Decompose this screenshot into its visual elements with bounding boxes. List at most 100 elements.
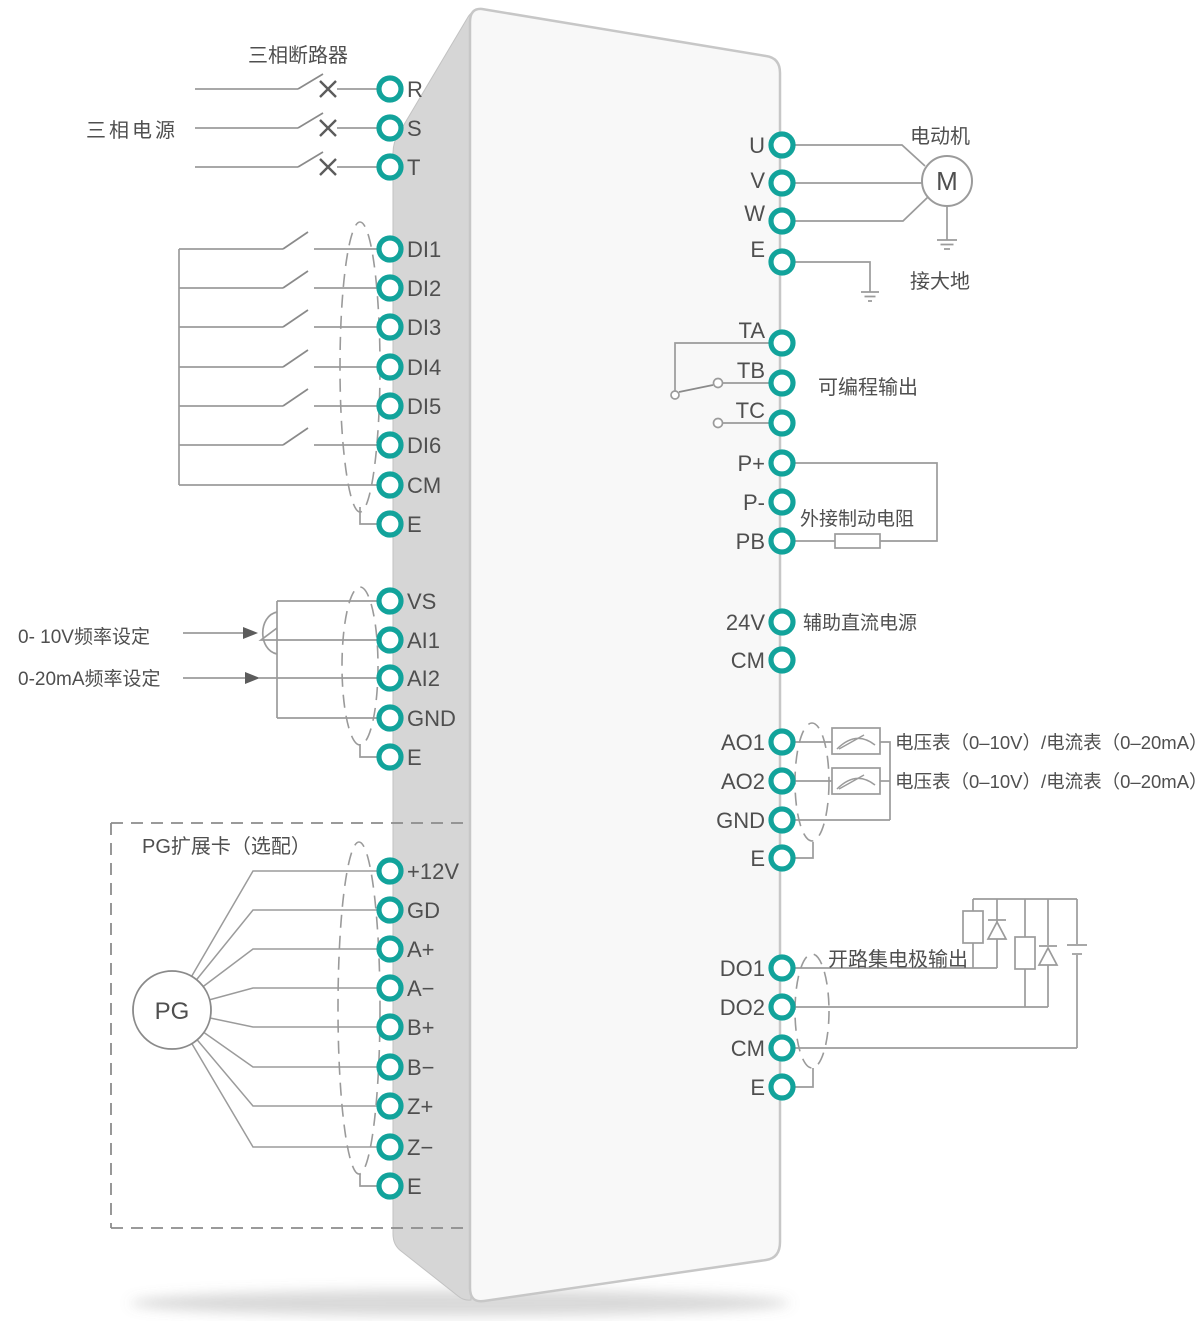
- potentiometer-icon: [258, 611, 379, 655]
- terminal-label: S: [407, 116, 422, 141]
- meter1-label: 电压表（0–10V）/电流表（0–20mA）: [895, 732, 1200, 753]
- body-front-face: [468, 7, 782, 1303]
- terminal-circle: [376, 114, 404, 142]
- terminal-circle: [768, 248, 796, 276]
- terminal-pg_card-Z+: Z+: [376, 1092, 433, 1120]
- terminal-brake-P-: P-: [743, 488, 796, 516]
- terminal-label: E: [407, 745, 422, 770]
- terminal-label: CM: [731, 1036, 765, 1061]
- terminal-label: U: [749, 133, 765, 158]
- battery-icon: [1067, 899, 1087, 1048]
- terminal-circle: [768, 329, 796, 357]
- resistor-icon: [962, 910, 984, 944]
- terminal-circle: [376, 353, 404, 381]
- terminal-label: E: [750, 1075, 765, 1100]
- terminal-label: DI1: [407, 237, 441, 262]
- terminal-label: GND: [407, 706, 456, 731]
- terminal-relay_out-TC: TC: [736, 398, 796, 437]
- breaker-label: 三相断路器: [248, 44, 348, 67]
- terminal-circle: [376, 1053, 404, 1081]
- open-collector-label: 开路集电极输出: [828, 948, 968, 971]
- breaker-switch-icon: [195, 73, 379, 98]
- terminal-pg_card-+12V: +12V: [376, 857, 459, 885]
- terminal-digital_in-CM: CM: [376, 471, 441, 499]
- terminal-aux_power-24V: 24V: [726, 608, 796, 636]
- terminal-label: TB: [737, 358, 765, 383]
- terminal-circle: [768, 806, 796, 834]
- terminal-circle: [768, 844, 796, 872]
- terminal-circle: [376, 704, 404, 732]
- diode-icon: [1037, 899, 1059, 1007]
- terminal-digital_in-DI3: DI3: [376, 313, 441, 341]
- terminal-analog_out-AO1: AO1: [721, 728, 796, 756]
- terminal-analog_in-GND: GND: [376, 704, 456, 732]
- pg-card-label: PG扩展卡（选配）: [142, 835, 311, 858]
- motor-label: 电动机: [910, 125, 970, 148]
- terminal-label: CM: [407, 473, 441, 498]
- terminal-label: P-: [743, 490, 765, 515]
- terminal-label: PB: [736, 529, 765, 554]
- terminal-label: AO2: [721, 769, 765, 794]
- digital-input-wiring: [178, 221, 381, 525]
- terminal-circle: [376, 664, 404, 692]
- terminal-digital_in-DI4: DI4: [376, 353, 441, 381]
- freq-current-label: 0-20mA频率设定: [18, 668, 161, 690]
- motor-output-wiring: [793, 144, 973, 302]
- terminal-label: E: [750, 846, 765, 871]
- analog-input-wiring: [183, 586, 379, 758]
- terminal-label: E: [750, 237, 765, 262]
- terminal-motor_out-V: V: [750, 168, 796, 197]
- terminal-label: GD: [407, 898, 440, 923]
- terminal-circle: [376, 743, 404, 771]
- motor-m-text: M: [936, 166, 958, 196]
- ground-icon: [861, 291, 879, 302]
- terminal-label: AI1: [407, 628, 440, 653]
- terminal-circle: [768, 207, 796, 235]
- terminal-circle: [376, 274, 404, 302]
- pg-encoder-wiring: [132, 841, 381, 1187]
- terminal-circle: [376, 1133, 404, 1161]
- terminal-circle: [376, 974, 404, 1002]
- terminal-circle: [376, 1172, 404, 1200]
- terminal-circle: [376, 935, 404, 963]
- relay-output-wiring: [670, 342, 782, 429]
- terminal-circle: [376, 153, 404, 181]
- terminal-digital_in-DI2: DI2: [376, 274, 441, 302]
- relay-contact: [712, 377, 724, 389]
- meter-icon: [831, 727, 881, 755]
- terminal-circle: [376, 857, 404, 885]
- terminal-circle: [376, 626, 404, 654]
- resistor-icon: [834, 533, 881, 549]
- terminal-label: CM: [731, 648, 765, 673]
- terminal-brake-PB: PB: [736, 527, 796, 555]
- inverter-body: [392, 7, 782, 1303]
- freq-voltage-label: 0- 10V频率设定: [18, 626, 150, 648]
- brake-resistor-label: 外接制动电阻: [800, 508, 914, 530]
- meter-icon: [831, 767, 881, 795]
- terminal-digital_in-E: E: [376, 510, 422, 538]
- terminal-analog_in-AI1: AI1: [376, 626, 440, 654]
- terminal-label: 24V: [726, 610, 765, 635]
- terminal-circle: [768, 767, 796, 795]
- terminal-circle: [376, 510, 404, 538]
- terminal-circle: [376, 431, 404, 459]
- terminal-digital_out-CM: CM: [731, 1034, 796, 1062]
- terminal-circle: [376, 1092, 404, 1120]
- terminal-label: +12V: [407, 859, 459, 884]
- terminal-circle: [768, 527, 796, 555]
- terminal-analog_out-GND: GND: [716, 806, 796, 834]
- terminal-analog_out-AO2: AO2: [721, 767, 796, 795]
- terminal-label: E: [407, 1174, 422, 1199]
- arrow-icon: [183, 672, 260, 684]
- terminal-label: T: [407, 155, 420, 180]
- terminal-circle: [768, 449, 796, 477]
- ground-icon: [937, 206, 957, 250]
- terminal-analog_in-AI2: AI2: [376, 664, 440, 692]
- terminal-pg_card-A+: A+: [376, 935, 435, 963]
- terminal-label: Z−: [407, 1135, 433, 1160]
- meter2-label: 电压表（0–10V）/电流表（0–20mA）: [895, 771, 1200, 792]
- terminal-label: B+: [407, 1015, 435, 1040]
- programmable-output-label: 可编程输出: [818, 376, 918, 399]
- terminal-circle: [376, 235, 404, 263]
